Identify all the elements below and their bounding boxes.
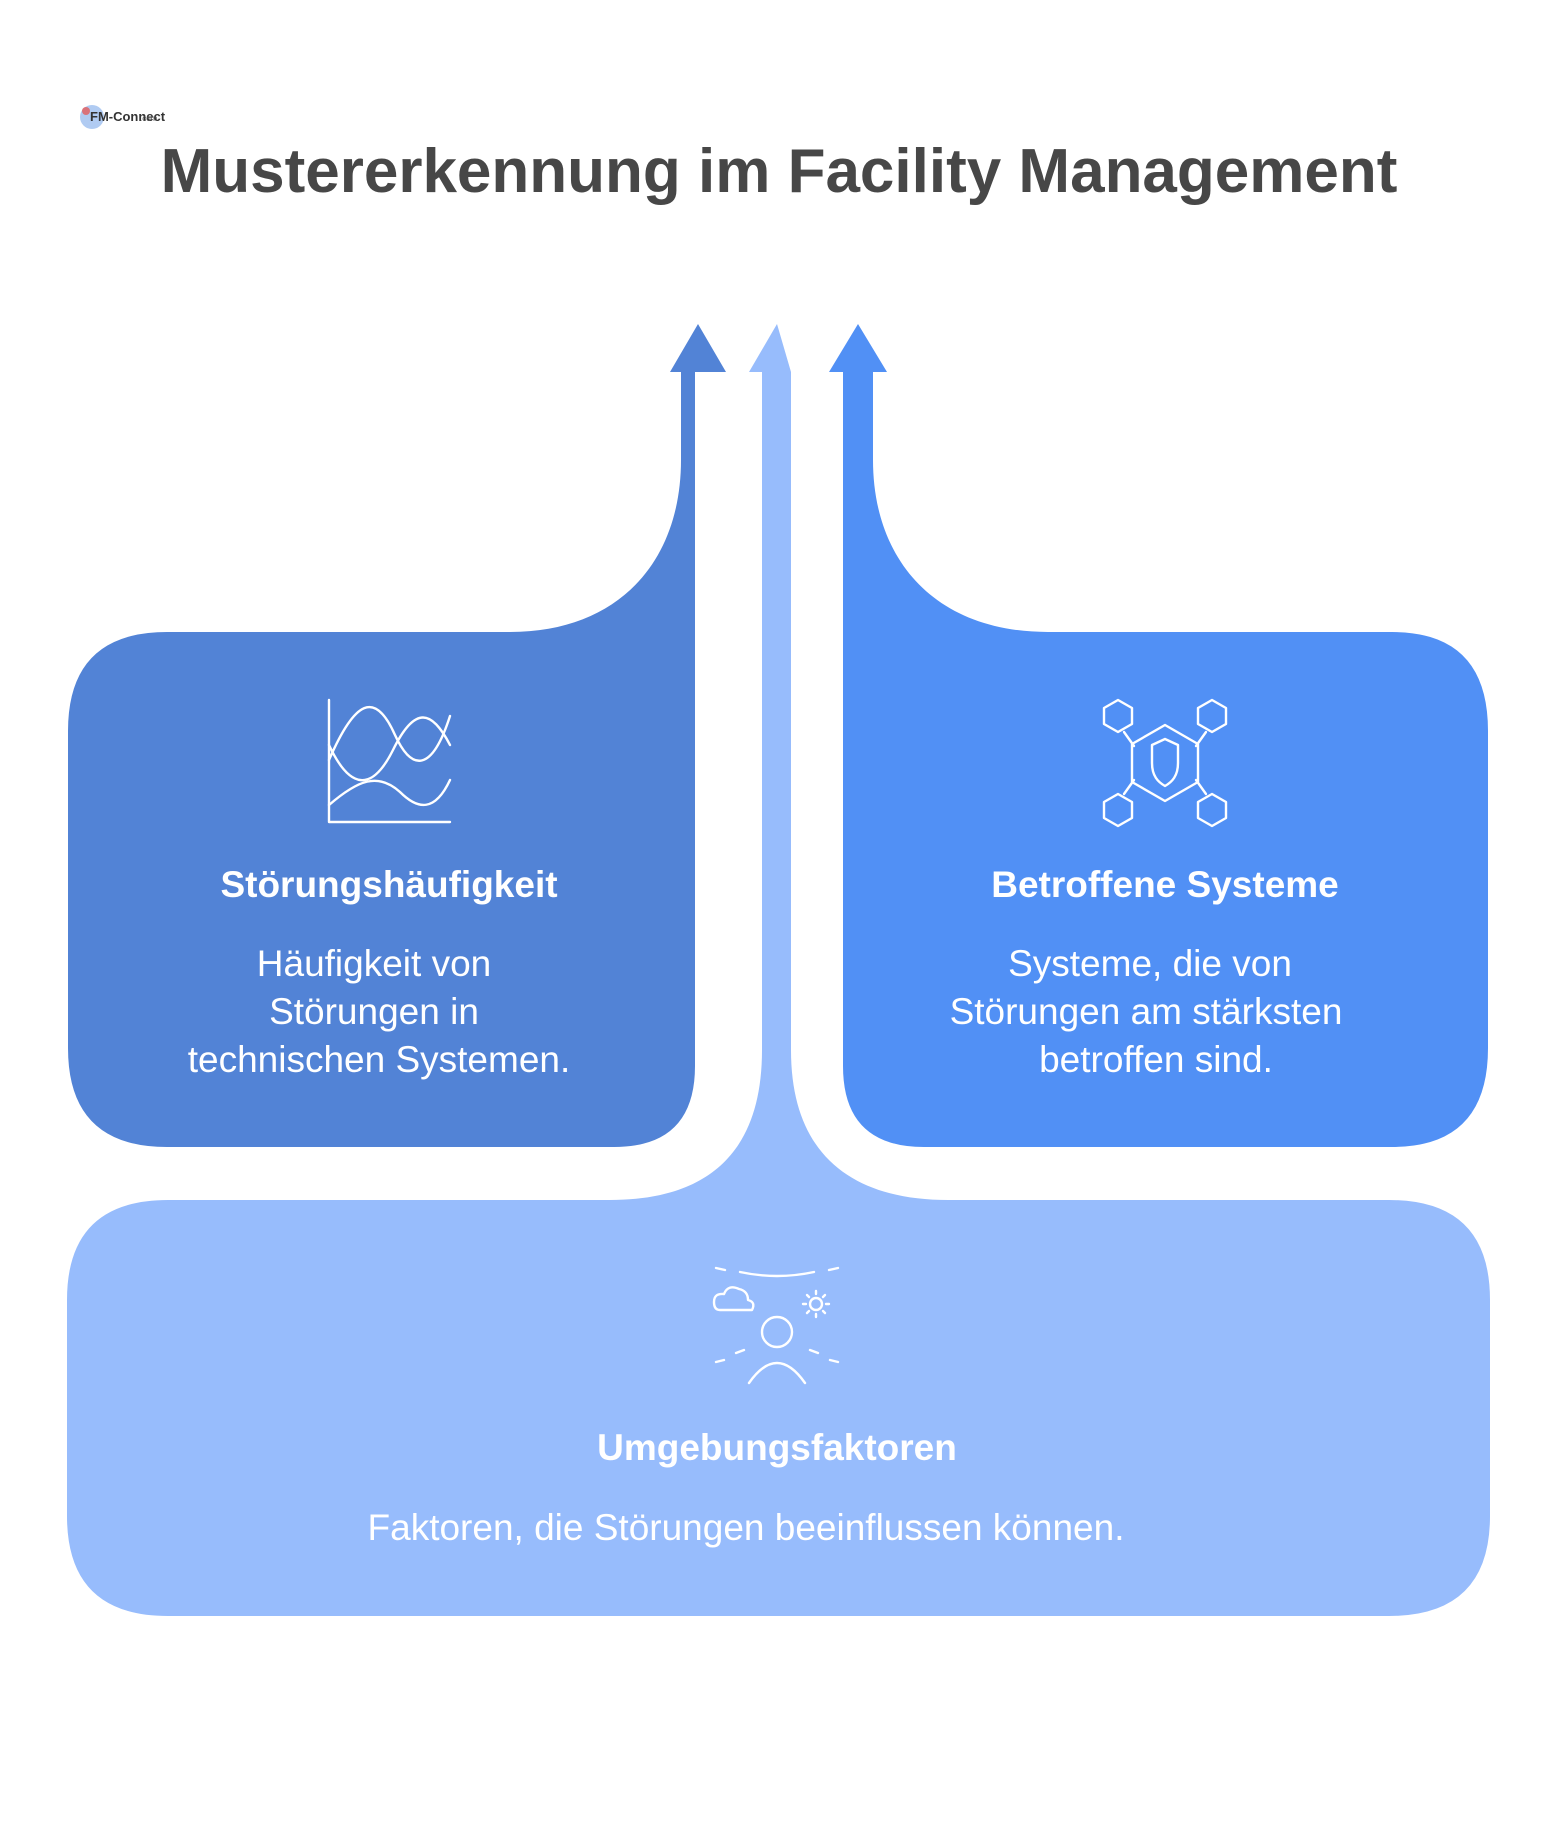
right-card-desc-line-3: betroffen sind. xyxy=(1039,1039,1273,1080)
left-card-desc-line-2: Störungen in xyxy=(269,991,479,1032)
left-card-title: Störungshäufigkeit xyxy=(220,864,557,905)
logo: FM-Connect .com xyxy=(80,105,166,129)
right-card: Betroffene Systeme Systeme, die von Stör… xyxy=(829,324,1488,1147)
person-weather-icon xyxy=(712,1266,840,1385)
bottom-card-title: Umgebungsfaktoren xyxy=(597,1427,957,1468)
left-card-desc-line-3: technischen Systemen. xyxy=(188,1039,571,1080)
right-card-desc-line-1: Systeme, die von xyxy=(1008,943,1292,984)
bottom-card-shape xyxy=(67,324,1490,1616)
bottom-card-desc: Faktoren, die Störungen beeinflussen kön… xyxy=(368,1507,1125,1548)
wave-chart-icon xyxy=(327,698,452,824)
logo-text: FM-Connect xyxy=(90,109,166,124)
left-card-desc-line-1: Häufigkeit von xyxy=(257,943,491,984)
right-card-shape xyxy=(829,324,1488,1147)
logo-suffix: .com xyxy=(140,114,158,123)
left-card: Störungshäufigkeit Häufigkeit von Störun… xyxy=(68,324,726,1147)
right-card-desc-line-2: Störungen am stärksten xyxy=(950,991,1343,1032)
left-card-shape xyxy=(68,324,726,1147)
right-card-title: Betroffene Systeme xyxy=(991,864,1339,905)
page-title: Mustererkennung im Facility Management xyxy=(161,137,1398,206)
bottom-card: Umgebungsfaktoren Faktoren, die Störunge… xyxy=(67,324,1490,1616)
hexagon-network-shield-icon xyxy=(1102,698,1228,828)
logo-dot-icon xyxy=(82,107,90,115)
